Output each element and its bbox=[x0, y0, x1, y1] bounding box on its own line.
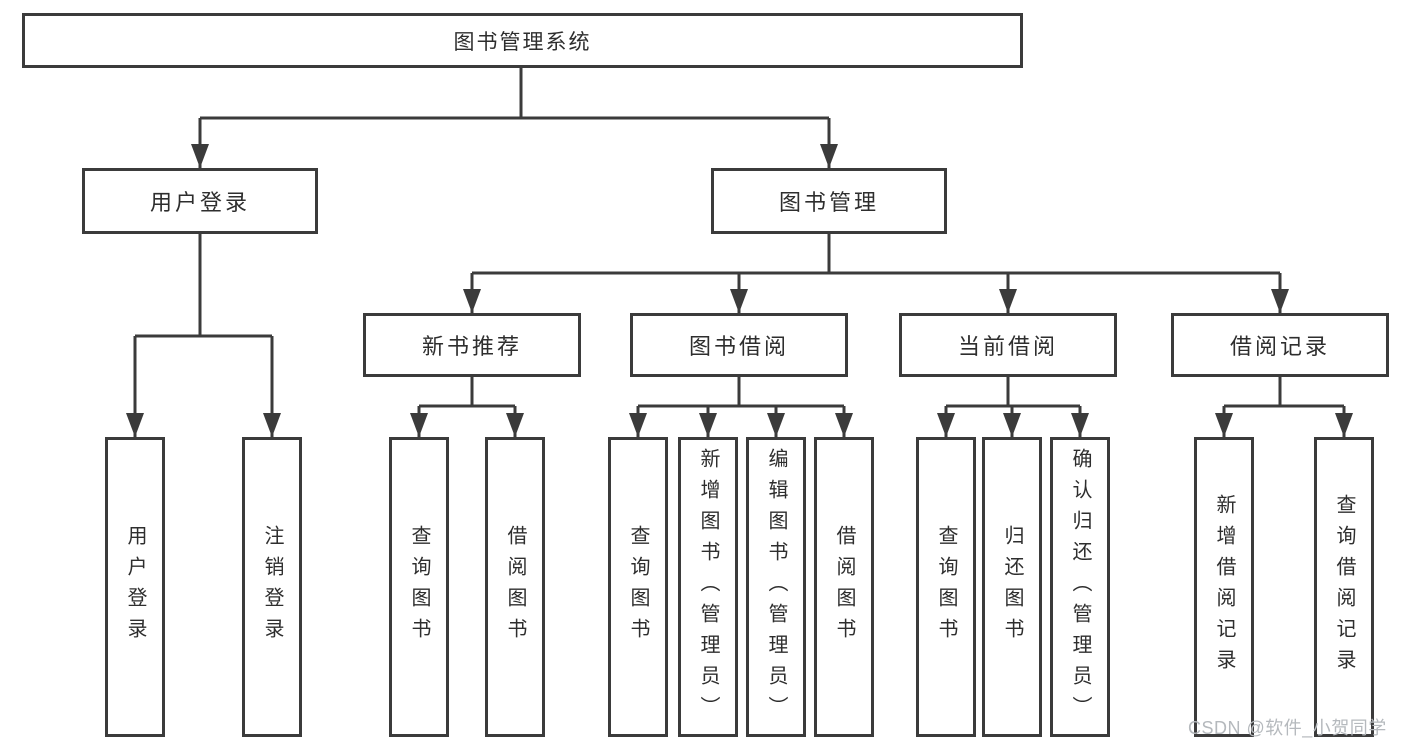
node-borrowing-records: 借阅记录 bbox=[1171, 313, 1389, 377]
leaf-edit-books-admin: 编辑图书（管理员） bbox=[746, 437, 806, 737]
leaf-return-books: 归还图书 bbox=[982, 437, 1042, 737]
leaf-borrow-books-borrowing: 借阅图书 bbox=[814, 437, 874, 737]
leaf-query-borrow-record: 查询借阅记录 bbox=[1314, 437, 1374, 737]
node-new-book-recommend: 新书推荐 bbox=[363, 313, 581, 377]
connector-new-book-recommend bbox=[410, 377, 524, 437]
node-book-borrowing: 图书借阅 bbox=[630, 313, 848, 377]
connector-root-to-level2 bbox=[191, 68, 838, 168]
node-current-borrowing: 当前借阅 bbox=[899, 313, 1117, 377]
connector-user-login-branch bbox=[126, 234, 281, 437]
leaf-add-borrow-record: 新增借阅记录 bbox=[1194, 437, 1254, 737]
leaf-logout: 注销登录 bbox=[242, 437, 302, 737]
connector-current-borrowing bbox=[937, 377, 1089, 437]
node-library-management-system: 图书管理系统 bbox=[22, 13, 1023, 68]
connector-borrowing-records bbox=[1215, 377, 1353, 437]
leaf-query-books-recommend: 查询图书 bbox=[389, 437, 449, 737]
leaf-confirm-return-admin: 确认归还（管理员） bbox=[1050, 437, 1110, 737]
leaf-borrow-books-recommend: 借阅图书 bbox=[485, 437, 545, 737]
watermark-text: CSDN @软件_小贺同学 bbox=[1188, 718, 1387, 738]
leaf-user-login: 用户登录 bbox=[105, 437, 165, 737]
leaf-query-books-current: 查询图书 bbox=[916, 437, 976, 737]
node-user-login-branch: 用户登录 bbox=[82, 168, 318, 234]
connector-book-management-to-level3 bbox=[463, 234, 1289, 313]
node-book-management: 图书管理 bbox=[711, 168, 947, 234]
connector-book-borrowing bbox=[629, 377, 853, 437]
leaf-query-books-borrowing: 查询图书 bbox=[608, 437, 668, 737]
leaf-add-books-admin: 新增图书（管理员） bbox=[678, 437, 738, 737]
